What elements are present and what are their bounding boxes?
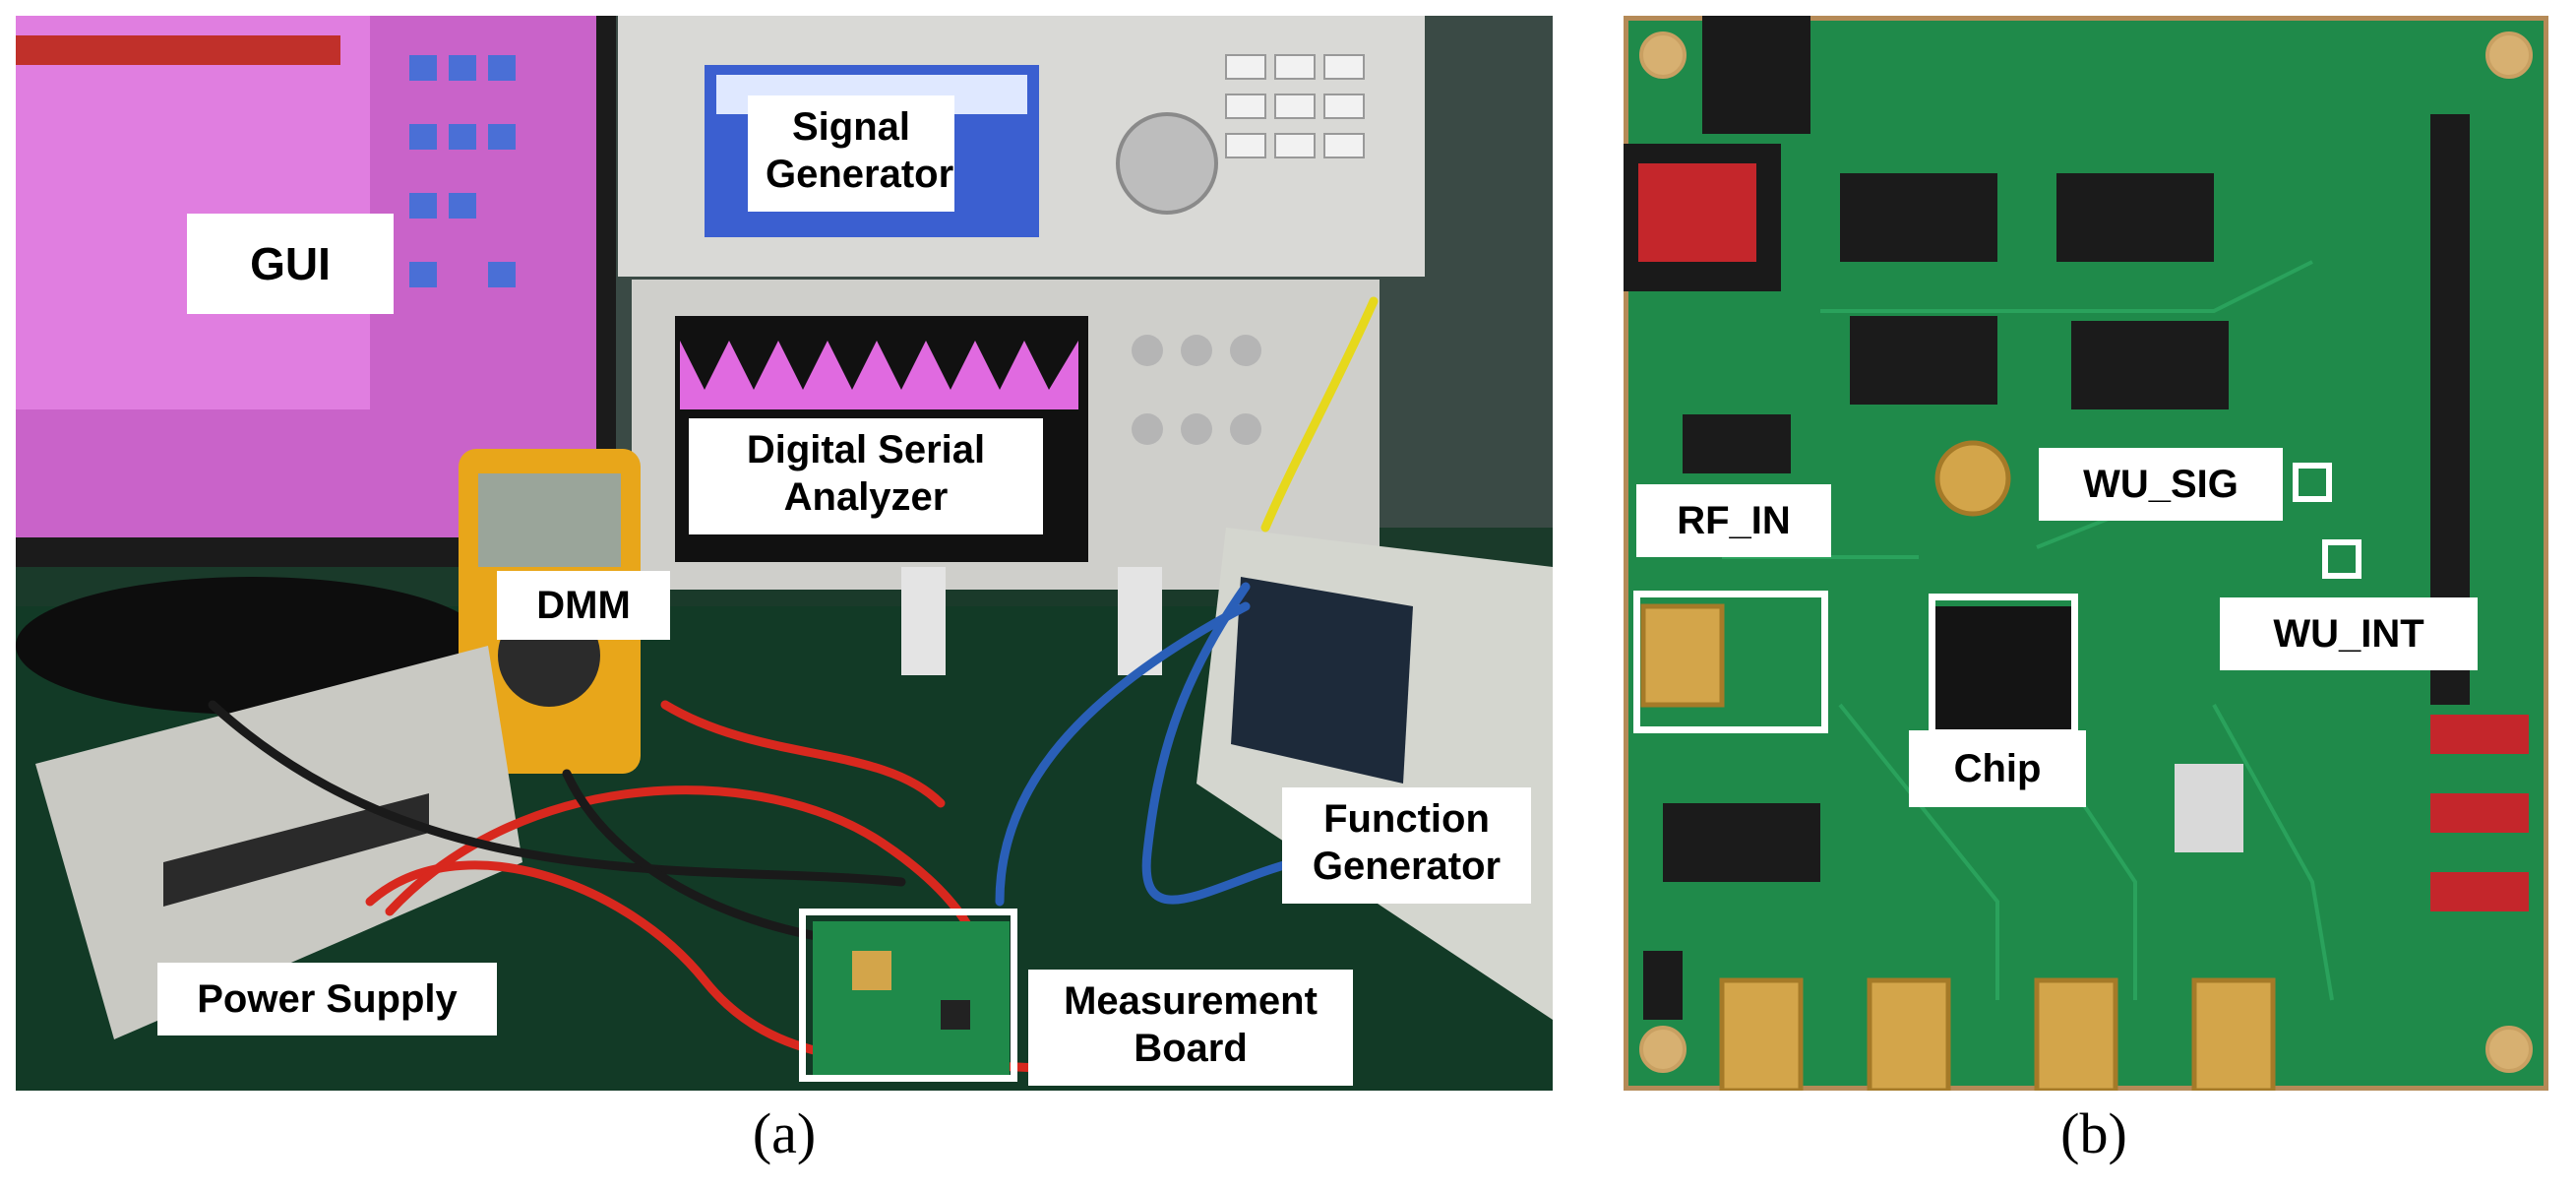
chip-label: Chip [1909,730,2086,807]
dmm-label-text: DMM [536,584,631,627]
function-generator-line-2: Generator [1312,845,1502,888]
caption-b: (b) [2060,1101,2127,1165]
signal-generator-line-1: Signal [791,105,911,149]
rf-in-label-text: RF_IN [1677,499,1791,542]
power-supply-label-text: Power Supply [197,977,458,1021]
measurement-board-line-1: Measurement [1064,979,1318,1023]
gui-label: GUI [187,214,394,314]
digital-serial-analyzer-label: Digital Serial Analyzer [689,418,1043,534]
dmm-label: DMM [497,571,670,640]
digital-serial-analyzer-line-2: Analyzer [783,475,949,519]
measurement-board-line-2: Board [1134,1027,1248,1070]
measurement-board-highlight-box [799,909,1017,1082]
wu-sig-highlight-box [2293,463,2332,502]
wu-int-label: WU_INT [2220,597,2478,670]
gui-label-text: GUI [250,238,331,289]
caption-a: (a) [752,1101,817,1165]
wu-int-highlight-box [2322,539,2361,579]
wu-int-label-text: WU_INT [2273,612,2424,656]
function-generator-label: Function Generator [1282,787,1531,904]
signal-generator-line-2: Generator [766,153,954,196]
wu-sig-label-text: WU_SIG [2083,463,2239,506]
wu-sig-label: WU_SIG [2039,448,2283,521]
rf-in-label: RF_IN [1636,484,1831,557]
power-supply-label: Power Supply [157,963,497,1035]
rf-in-highlight-box [1633,591,1828,733]
signal-generator-label: Signal Generator [748,95,954,212]
chip-label-text: Chip [1953,747,2042,790]
digital-serial-analyzer-line-1: Digital Serial [746,428,986,471]
function-generator-line-1: Function [1323,797,1490,841]
chip-highlight-box [1929,594,2078,736]
measurement-board-label: Measurement Board [1028,970,1353,1086]
